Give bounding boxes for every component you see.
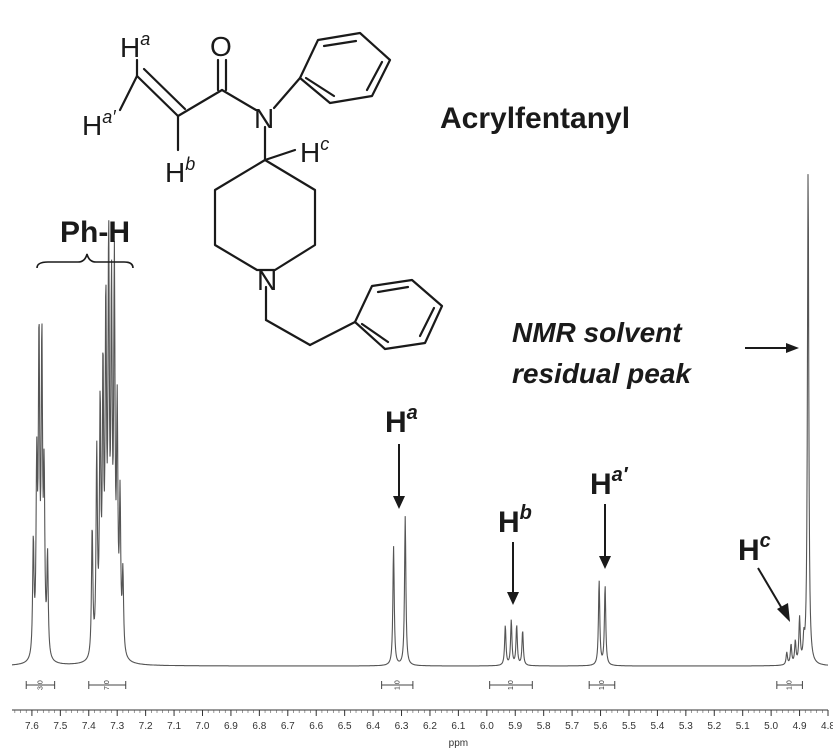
integral-value: 1.0 [787, 680, 794, 690]
bond-ch2-ch2 [264, 318, 312, 347]
x-tick-label: 5.0 [764, 721, 778, 732]
phenyl-upper-db1 [322, 39, 358, 48]
integral-3: 1.0 [489, 680, 533, 690]
annotation-ph-h: Ph-H [60, 216, 130, 249]
arrow-hb-head [507, 592, 519, 605]
x-tick-label: 7.0 [196, 721, 210, 732]
arrow-solvent-head [786, 343, 799, 353]
piperidine-ring [213, 158, 317, 272]
x-axis: 7.6 7.5 7.4 7.3 7.2 7.1 7.0 6.9 6.8 6.7 6.6 6.5 6.4 6… [12, 709, 833, 732]
x-tick-label: 6.3 [395, 721, 409, 732]
phenyl-upper-db2 [365, 60, 384, 92]
annotation-ha: Ha [385, 402, 418, 439]
integral-0: 3.0 [25, 680, 56, 690]
x-tick-label: 5.3 [679, 721, 693, 732]
x-tick-label: 7.6 [25, 721, 39, 732]
spectrum-trace [12, 174, 828, 667]
phenyl-lower-db3 [360, 322, 390, 344]
x-tick-label: 5.1 [736, 721, 750, 732]
x-tick-label: 4.8 [821, 721, 833, 732]
x-tick-label: 6.1 [451, 721, 465, 732]
integral-value: 1.0 [508, 680, 515, 690]
x-tick-label: 6.4 [366, 721, 380, 732]
x-tick-label: 4.9 [793, 721, 807, 732]
x-tick-label: 6.5 [338, 721, 352, 732]
bond-c1-c2 [135, 74, 180, 118]
bond-c2-c3 [176, 88, 224, 118]
x-tick-label: 7.1 [167, 721, 181, 732]
arrow-ha-prime-head [599, 556, 611, 569]
arrow-hc [757, 567, 785, 613]
bond-n-phenyl [272, 76, 302, 110]
bond-c1-ha-prime [118, 74, 139, 112]
x-tick-label: 5.5 [622, 721, 636, 732]
phenyl-lower-db1 [376, 285, 410, 294]
x-tick-label: 5.2 [707, 721, 721, 732]
phenyl-ring-lower [353, 278, 444, 351]
bond-c4-hc [263, 148, 297, 162]
x-tick-label: 5.7 [565, 721, 579, 732]
integral-value: 1.0 [599, 680, 606, 690]
x-tick-label: 7.3 [110, 721, 124, 732]
x-tick-label: 6.8 [252, 721, 266, 732]
compound-name: Acrylfentanyl [440, 102, 630, 135]
integral-5: 1.0 [776, 680, 803, 690]
label-hb: Hb [165, 154, 195, 188]
arrow-hc-head [777, 603, 790, 622]
x-axis-label: ppm [449, 738, 468, 749]
annotation-ha-prime: Ha′ [590, 464, 629, 501]
arrow-ha-head [393, 496, 405, 509]
x-tick-label: 6.7 [281, 721, 295, 732]
x-tick-label: 7.5 [53, 721, 67, 732]
molecule-labels: O N N Ha Ha′ Hb Hc [82, 29, 329, 296]
integral-1: 7.0 [88, 680, 127, 690]
integral-4: 1.0 [588, 680, 616, 690]
phenyl-upper-db3 [304, 76, 336, 98]
integral-2: 1.0 [381, 680, 414, 690]
bond-ch2-phenyl [308, 320, 357, 347]
annotation-solvent-line1: NMR solvent [512, 317, 683, 348]
x-tick-label: 7.4 [82, 721, 96, 732]
x-tick-label: 5.6 [594, 721, 608, 732]
phenyl-ring-upper [298, 31, 392, 105]
integral-value: 3.0 [37, 680, 44, 690]
atom-oxygen: O [210, 31, 232, 62]
atom-nitrogen-ring: N [257, 265, 277, 296]
label-ha-prime: Ha′ [82, 107, 116, 141]
integral-markers: 3.0 7.0 1.0 1.0 1.0 1.0 [25, 680, 803, 690]
acrylfentanyl-structure [118, 31, 444, 351]
bond-c1-c2-double [142, 67, 187, 111]
integral-value: 7.0 [104, 680, 111, 690]
x-tick-label: 5.9 [508, 721, 522, 732]
label-hc: Hc [300, 134, 329, 168]
x-tick-label: 6.0 [480, 721, 494, 732]
annotation-hc: Hc [738, 530, 771, 567]
phenyl-lower-db2 [418, 306, 436, 338]
bond-c3-n [220, 88, 258, 112]
integral-value: 1.0 [394, 680, 401, 690]
x-tick-label: 7.2 [139, 721, 153, 732]
ph-h-brace [36, 253, 134, 269]
annotation-hb: Hb [498, 502, 532, 539]
x-tick-label: 5.4 [650, 721, 664, 732]
annotations: Ph-H Ha Hb Ha′ Hc NMR solvent residual p… [36, 216, 799, 622]
x-tick-label: 5.8 [537, 721, 551, 732]
x-tick-label: 6.2 [423, 721, 437, 732]
x-tick-label: 6.9 [224, 721, 238, 732]
label-ha: Ha [120, 29, 150, 63]
x-tick-label: 6.6 [309, 721, 323, 732]
atom-nitrogen-amide: N [254, 103, 274, 134]
annotation-solvent-line2: residual peak [512, 358, 692, 389]
